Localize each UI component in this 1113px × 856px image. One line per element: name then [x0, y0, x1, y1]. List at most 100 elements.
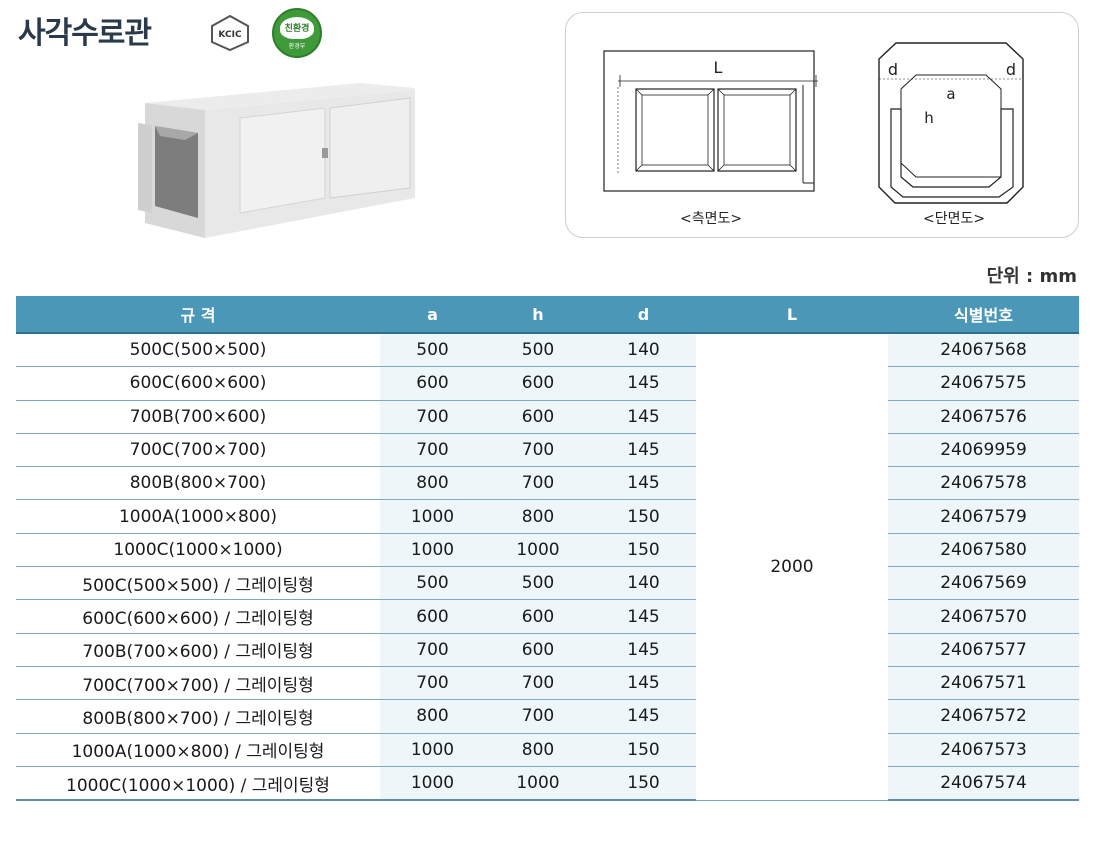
cell-h: 800 — [485, 733, 591, 767]
cell-a: 700 — [380, 633, 485, 667]
cell-h: 1000 — [485, 766, 591, 802]
cell-h: 600 — [485, 633, 591, 667]
label-L: L — [714, 58, 723, 77]
cell-d: 150 — [591, 499, 696, 534]
cell-a: 600 — [380, 599, 485, 634]
cell-spec: 700B(700×600) — [16, 400, 380, 434]
cell-a: 700 — [380, 400, 485, 434]
cell-a: 1000 — [380, 499, 485, 534]
cell-id: 24067574 — [888, 766, 1079, 802]
cell-id: 24067578 — [888, 466, 1079, 501]
cell-spec: 800B(800×700) — [16, 466, 380, 501]
cell-d: 145 — [591, 599, 696, 634]
cell-d: 145 — [591, 666, 696, 701]
label-d-right: d — [1006, 60, 1016, 79]
cell-spec: 800B(800×700) / 그레이팅형 — [16, 699, 380, 734]
kcic-label: KCIC — [218, 30, 242, 40]
cell-h: 500 — [485, 566, 591, 601]
cell-a: 500 — [380, 333, 485, 368]
side-view-drawing: L — [603, 50, 818, 192]
cell-h: 700 — [485, 666, 591, 701]
cell-a: 600 — [380, 366, 485, 401]
section-view-drawing: d d a h — [878, 42, 1024, 204]
cell-spec: 1000A(1000×800) / 그레이팅형 — [16, 733, 380, 767]
cell-spec: 1000C(1000×1000) — [16, 533, 380, 568]
cell-id: 24067569 — [888, 566, 1079, 601]
cell-spec: 600C(600×600) — [16, 366, 380, 401]
cell-a: 800 — [380, 699, 485, 734]
cell-spec: 700C(700×700) — [16, 433, 380, 468]
cell-id: 24067571 — [888, 666, 1079, 701]
cell-h: 600 — [485, 400, 591, 434]
kcic-certification-icon: KCIC — [211, 14, 249, 52]
cell-spec: 1000C(1000×1000) / 그레이팅형 — [16, 766, 380, 802]
cell-id: 24067577 — [888, 633, 1079, 667]
cell-h: 800 — [485, 499, 591, 534]
header-d: d — [591, 296, 696, 334]
cell-h: 700 — [485, 466, 591, 501]
cell-h: 700 — [485, 699, 591, 734]
cell-a: 1000 — [380, 766, 485, 802]
cell-a: 1000 — [380, 533, 485, 568]
cell-spec: 700B(700×600) / 그레이팅형 — [16, 633, 380, 667]
cell-a: 700 — [380, 666, 485, 701]
cell-id: 24067572 — [888, 699, 1079, 734]
cell-h: 600 — [485, 599, 591, 634]
cell-d: 145 — [591, 633, 696, 667]
cell-spec: 500C(500×500) — [16, 333, 380, 368]
cell-h: 500 — [485, 333, 591, 368]
label-h: h — [924, 109, 934, 127]
cell-spec: 1000A(1000×800) — [16, 499, 380, 534]
header-L: L — [696, 296, 888, 334]
cell-id: 24067579 — [888, 499, 1079, 534]
cell-d: 145 — [591, 699, 696, 734]
unit-label: 단위 : mm — [986, 266, 1077, 287]
cell-id: 24069959 — [888, 433, 1079, 468]
eco-label: 친환경 — [280, 16, 314, 39]
side-view-caption: <측면도> — [680, 211, 743, 227]
cell-d: 150 — [591, 733, 696, 767]
table-header-row: 규 격 a h d L 식별번호 — [16, 296, 1079, 334]
cell-id: 24067580 — [888, 533, 1079, 568]
cell-d: 150 — [591, 766, 696, 802]
cell-d: 145 — [591, 400, 696, 434]
drawing-panel: L d d a h <측면도> <단면도> — [565, 12, 1079, 238]
header-id: 식별번호 — [888, 296, 1079, 334]
cell-a: 500 — [380, 566, 485, 601]
cell-h: 1000 — [485, 533, 591, 568]
cell-id: 24067568 — [888, 333, 1079, 368]
header-a: a — [380, 296, 485, 334]
cell-h: 600 — [485, 366, 591, 401]
cell-spec: 700C(700×700) / 그레이팅형 — [16, 666, 380, 701]
header-spec: 규 격 — [16, 296, 380, 334]
eco-sub-label: 환경부 — [288, 42, 306, 50]
cell-d: 145 — [591, 433, 696, 468]
cell-spec: 600C(600×600) / 그레이팅형 — [16, 599, 380, 634]
page-title: 사각수로관 — [18, 16, 152, 51]
cell-id: 24067576 — [888, 400, 1079, 434]
label-d-left: d — [888, 60, 898, 79]
cell-a: 800 — [380, 466, 485, 501]
cell-d: 145 — [591, 466, 696, 501]
cell-length: 2000 — [696, 333, 888, 801]
cell-d: 140 — [591, 333, 696, 368]
header-h: h — [485, 296, 591, 334]
cell-spec: 500C(500×500) / 그레이팅형 — [16, 566, 380, 601]
eco-certification-icon: 친환경 환경부 — [272, 8, 322, 58]
section-view-caption: <단면도> — [923, 211, 986, 227]
cell-a: 1000 — [380, 733, 485, 767]
cell-d: 140 — [591, 566, 696, 601]
